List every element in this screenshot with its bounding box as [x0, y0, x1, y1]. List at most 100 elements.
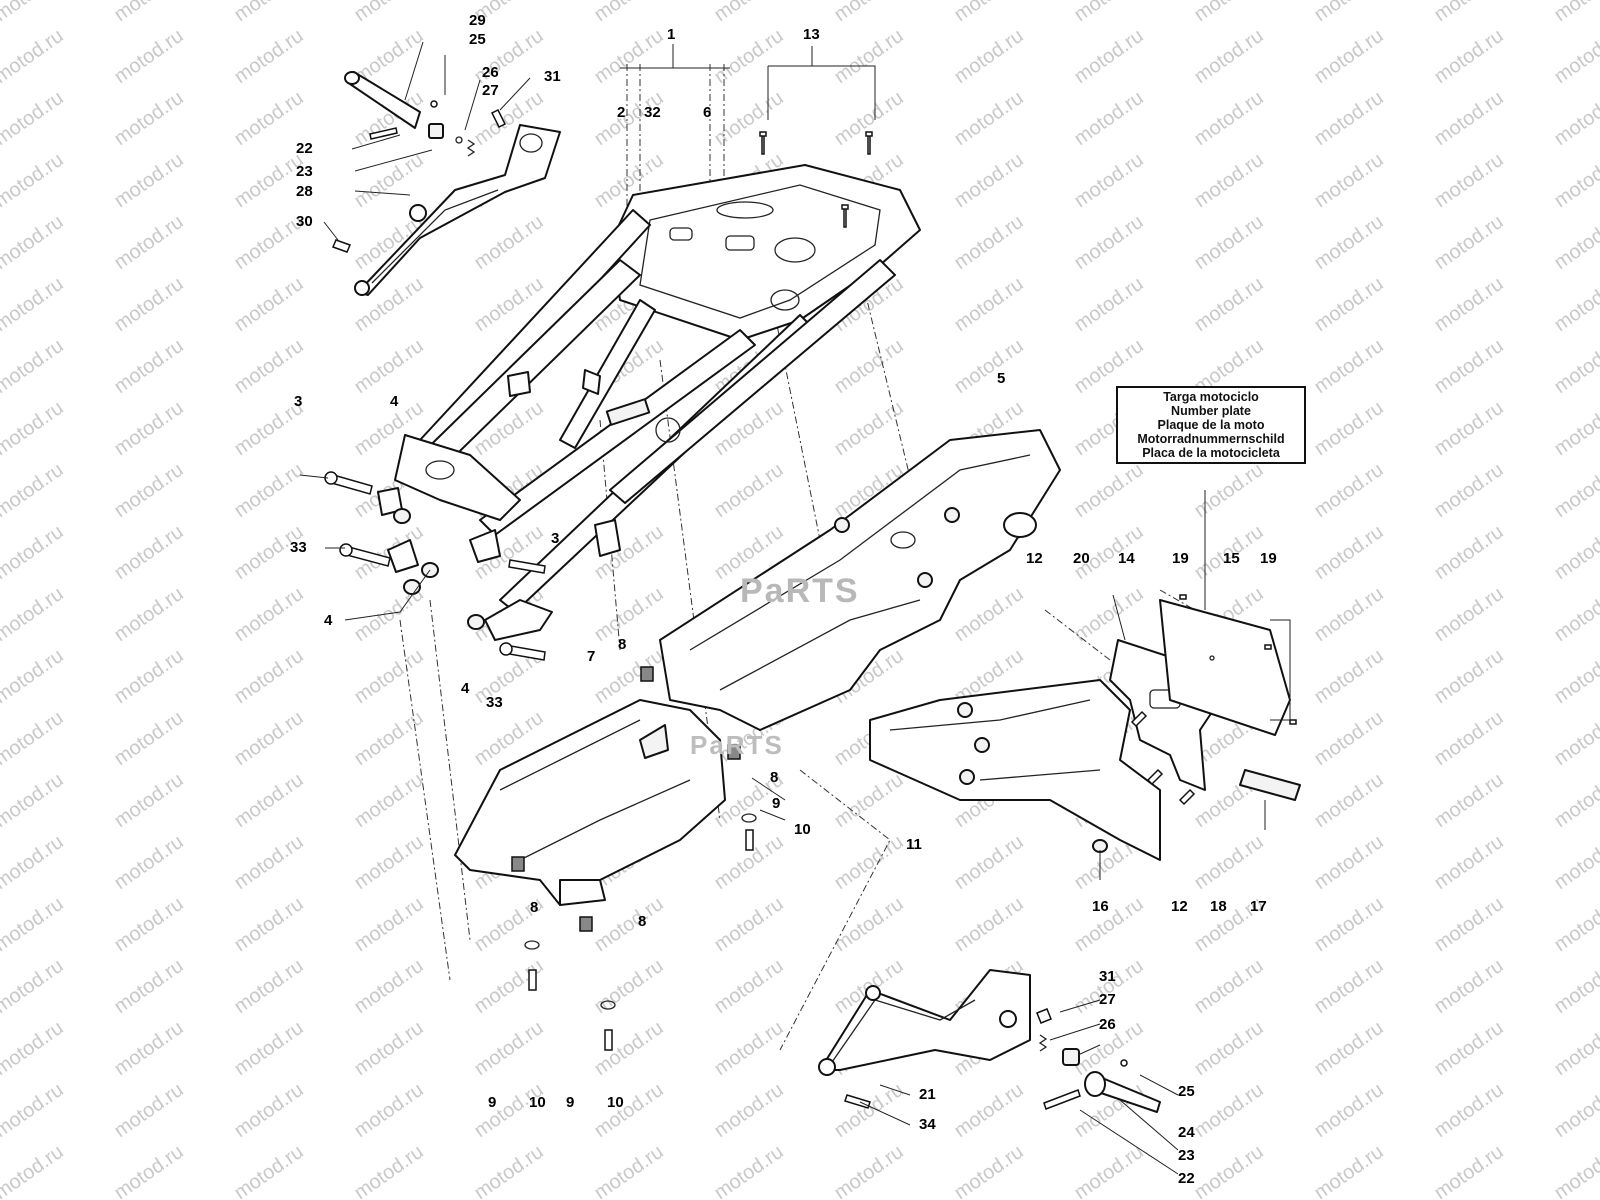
watermark-text: motod.ru: [1070, 459, 1147, 522]
watermark-text: motod.ru: [1070, 273, 1147, 336]
watermark-text: motod.ru: [230, 0, 307, 26]
watermark-text: motod.ru: [710, 1141, 787, 1200]
number-plate-label-box: Targa motociclo Number plate Plaque de l…: [1116, 386, 1306, 464]
watermark-text: motod.ru: [1070, 25, 1147, 88]
callout-24: 24: [1178, 1124, 1195, 1141]
watermark-text: motod.ru: [1430, 211, 1507, 274]
watermark-text: motod.ru: [830, 397, 907, 460]
watermark-text: motod.ru: [350, 1141, 427, 1200]
callout-12: 12: [1026, 550, 1043, 567]
watermark-text: motod.ru: [1310, 1017, 1387, 1080]
watermark-text: motod.ru: [830, 1141, 907, 1200]
watermark-text: motod.ru: [1310, 1079, 1387, 1142]
watermark-text: motod.ru: [110, 1079, 187, 1142]
watermark-text: motod.ru: [0, 397, 68, 460]
right-footrest-bracket: [818, 969, 1031, 1076]
watermark-text: motod.ru: [830, 1079, 907, 1142]
watermark-text: motod.ru: [1310, 87, 1387, 150]
watermark-text: motod.ru: [1310, 273, 1387, 336]
watermark-text: motod.ru: [1310, 1141, 1387, 1200]
lower-fender: [454, 699, 726, 906]
watermark-text: motod.ru: [350, 149, 427, 212]
watermark-text: motod.ru: [1310, 645, 1387, 708]
watermark-text: motod.ru: [1070, 1141, 1147, 1200]
watermark-text: motod.ru: [1310, 521, 1387, 584]
watermark-text: motod.ru: [1430, 149, 1507, 212]
callout-20: 20: [1073, 550, 1090, 567]
watermark-text: motod.ru: [0, 769, 68, 832]
plate-label-en: Number plate: [1171, 404, 1251, 418]
watermark-text: motod.ru: [590, 1017, 667, 1080]
watermark-text: motod.ru: [590, 955, 667, 1018]
watermark-text: motod.ru: [1430, 769, 1507, 832]
callout-31b: 31: [1099, 968, 1116, 985]
watermark-text: motod.ru: [1310, 707, 1387, 770]
callout-7: 7: [587, 648, 596, 665]
watermark-text: motod.ru: [0, 0, 68, 26]
callout-4: 4: [390, 393, 399, 410]
watermark-text: motod.ru: [1550, 769, 1600, 832]
plate-label-it: Targa motociclo: [1163, 390, 1259, 404]
watermark-text: motod.ru: [350, 0, 427, 26]
callout-30: 30: [296, 213, 313, 230]
watermark-text: motod.ru: [830, 25, 907, 88]
plate-label-de: Motorradnummernschild: [1137, 432, 1285, 446]
lower-fasteners: [511, 666, 757, 1051]
brand-watermark-2: PaRTS: [690, 730, 784, 760]
watermark-text: motod.ru: [1550, 893, 1600, 956]
watermark-text: motod.ru: [0, 831, 68, 894]
watermark-text: motod.ru: [230, 1017, 307, 1080]
watermark-text: motod.ru: [230, 707, 307, 770]
callout-25: 25: [469, 31, 486, 48]
watermark-text: motod.ru: [1550, 0, 1600, 26]
watermark-text: motod.ru: [110, 397, 187, 460]
watermark-text: motod.ru: [1430, 645, 1507, 708]
watermark-text: motod.ru: [1190, 459, 1267, 522]
watermark-text: motod.ru: [1550, 459, 1600, 522]
watermark-text: motod.ru: [1190, 87, 1267, 150]
watermark-text: motod.ru: [1310, 459, 1387, 522]
watermark-text: motod.ru: [1430, 0, 1507, 26]
watermark-text: motod.ru: [710, 1017, 787, 1080]
callout-31: 31: [544, 68, 561, 85]
callout-12b: 12: [1171, 898, 1188, 915]
watermark-text: motod.ru: [110, 87, 187, 150]
watermark-text: motod.ru: [1550, 645, 1600, 708]
callout-22b: 22: [1178, 1170, 1195, 1187]
callout-2: 2: [617, 104, 626, 121]
watermark-text: motod.ru: [950, 583, 1027, 646]
watermark-text: motod.ru: [830, 769, 907, 832]
watermark-text: motod.ru: [230, 459, 307, 522]
watermark-text: motod.ru: [230, 955, 307, 1018]
watermark-text: motod.ru: [1190, 831, 1267, 894]
left-footpeg: [344, 71, 444, 139]
watermark-text: motod.ru: [590, 0, 667, 26]
watermark-text: motod.ru: [350, 831, 427, 894]
callout-19: 19: [1172, 550, 1189, 567]
watermark-text: motod.ru: [110, 1141, 187, 1200]
watermark-text: motod.ru: [230, 1141, 307, 1200]
left-footrest-bracket: [354, 124, 561, 296]
watermark-text: motod.ru: [1430, 831, 1507, 894]
watermark-text: motod.ru: [590, 893, 667, 956]
watermark-text: motod.ru: [950, 335, 1027, 398]
watermark-text: motod.ru: [470, 1141, 547, 1200]
watermark-text: motod.ru: [710, 25, 787, 88]
callout-8: 8: [618, 636, 627, 653]
watermark-text: motod.ru: [1310, 831, 1387, 894]
watermark-text: motod.ru: [1190, 1017, 1267, 1080]
watermark-text: motod.ru: [950, 831, 1027, 894]
watermark-text: motod.ru: [830, 831, 907, 894]
watermark-text: motod.ru: [110, 583, 187, 646]
callout-6: 6: [703, 104, 712, 121]
watermark-text: motod.ru: [0, 955, 68, 1018]
watermark-text: motod.ru: [950, 25, 1027, 88]
watermark-text: motod.ru: [830, 0, 907, 26]
callout-19b: 19: [1260, 550, 1277, 567]
watermark-text: motod.ru: [1190, 149, 1267, 212]
watermark-text: motod.ru: [1550, 1079, 1600, 1142]
right-footpeg: [844, 1008, 1161, 1113]
callout-14: 14: [1118, 550, 1135, 567]
callout-33: 33: [290, 539, 307, 556]
